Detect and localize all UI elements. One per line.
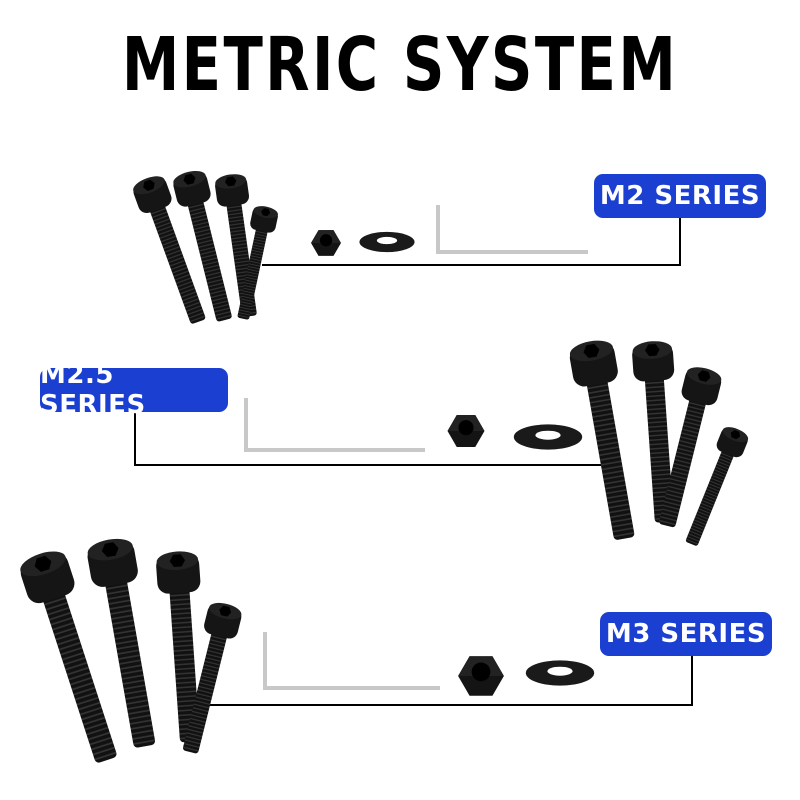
m2-washer-icon [359,231,415,253]
m25-series-badge: M2.5 SERIES [40,360,228,420]
m3-washer-icon [525,660,595,686]
m25-washer-icon [513,424,583,450]
m3-series-badge: M3 SERIES [600,612,772,656]
m3-series-group [16,535,693,768]
m2-hex-key-icon [436,205,588,254]
page-title: METRIC SYSTEM [121,22,679,108]
m2-connector-line [262,214,681,266]
m2-series-group [130,167,681,328]
m25-hex-key-icon [244,398,425,452]
m3-nut-icon [458,656,504,696]
m2-series-badge: M2 SERIES [594,174,766,218]
m2-nut-icon [311,230,341,256]
m3-connector-line [205,656,693,706]
m25-series-group [134,337,751,550]
m25-connector-line [134,410,612,466]
m25-nut-icon [447,415,485,447]
m3-hex-key-icon [263,632,440,690]
